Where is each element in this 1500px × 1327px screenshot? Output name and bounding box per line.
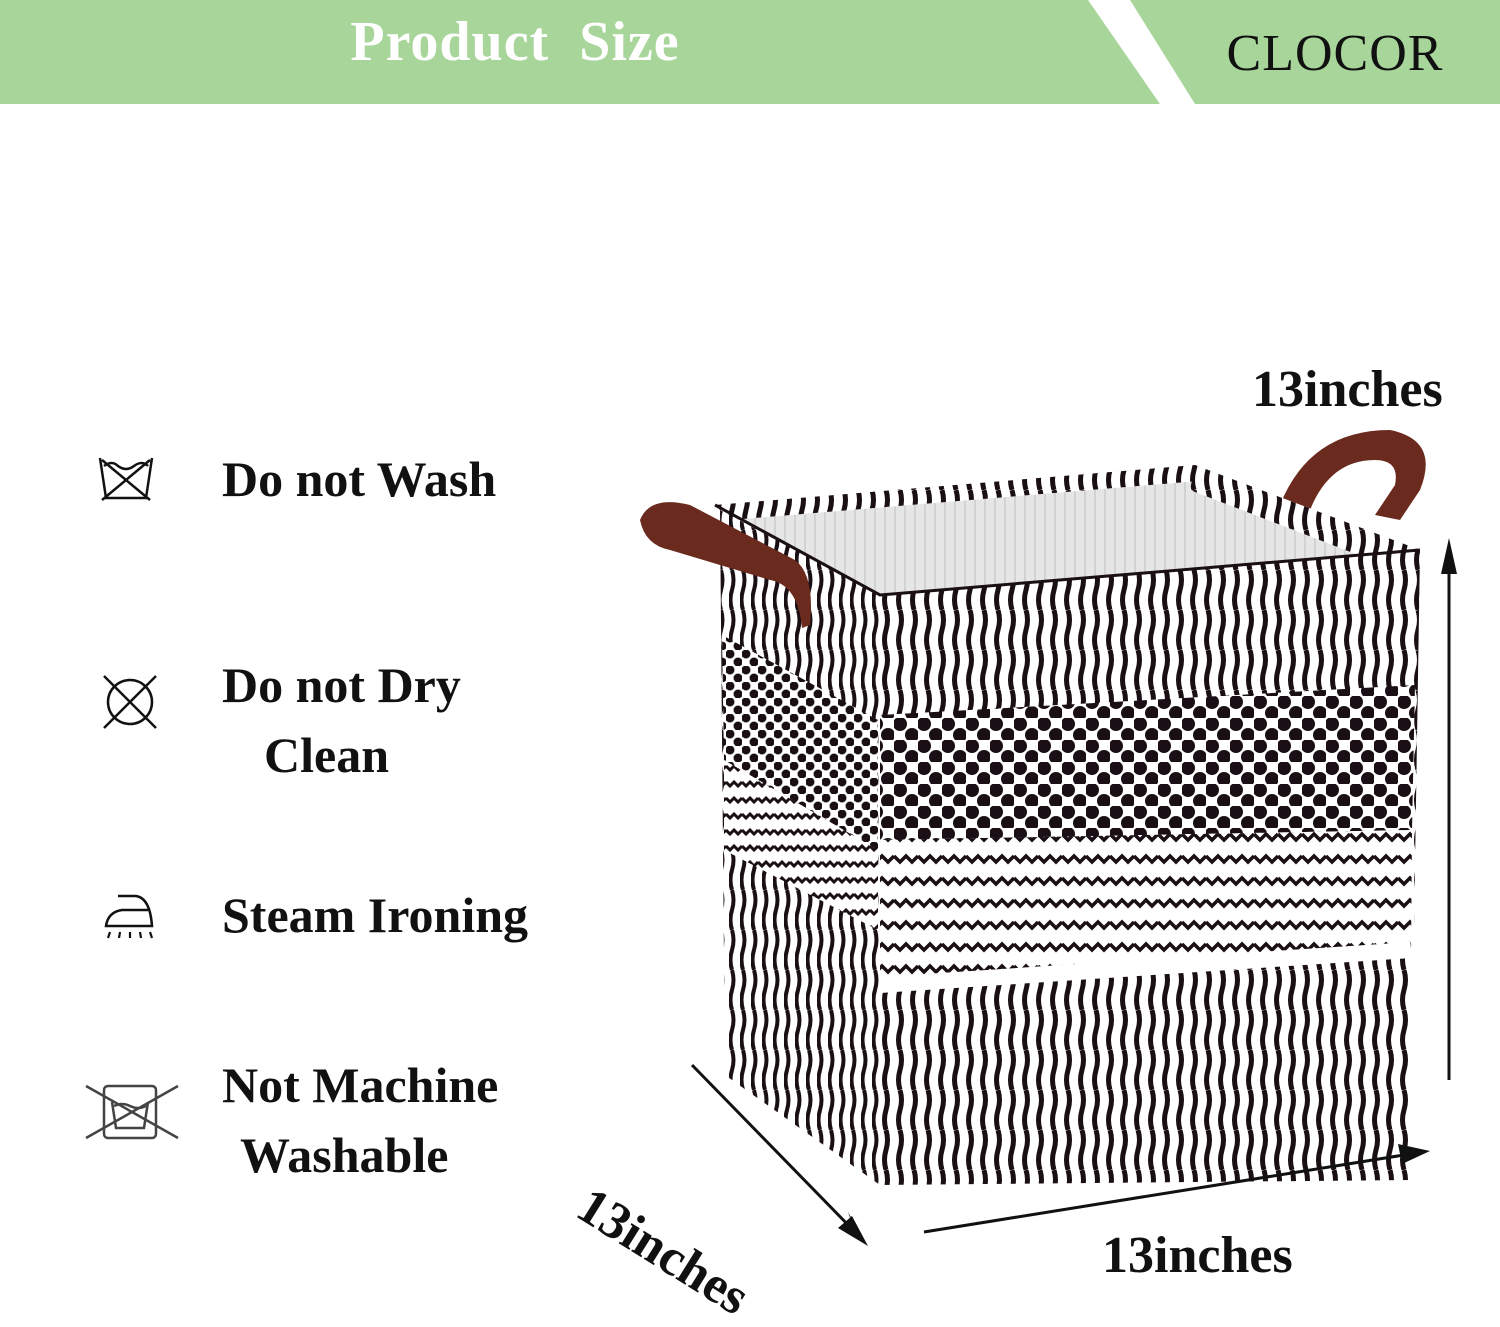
header-banner: Product Size CLOCOR bbox=[0, 0, 1500, 104]
care-line: Do not Wash bbox=[222, 451, 497, 507]
care-line: Clean bbox=[264, 727, 389, 783]
care-label-do-not-dry-clean: Do not Dry Clean bbox=[222, 650, 461, 790]
dimension-width: 13inches bbox=[1102, 1227, 1293, 1284]
care-line: Do not Dry bbox=[222, 657, 461, 713]
care-label-not-machine-washable: Not Machine Washable bbox=[222, 1050, 498, 1190]
storage-basket-image bbox=[640, 430, 1426, 1185]
not-machine-washable-icon bbox=[85, 1084, 179, 1140]
brand-name: CLOCOR bbox=[1226, 25, 1444, 82]
care-line: Not Machine bbox=[222, 1057, 499, 1113]
handle-right bbox=[1280, 430, 1426, 520]
page-title: Product Size bbox=[350, 11, 680, 73]
do-not-dry-clean-icon bbox=[103, 675, 157, 729]
banner-shapes bbox=[0, 0, 1500, 104]
steam-iron-icon bbox=[104, 894, 154, 939]
care-line: Steam Ironing bbox=[222, 887, 529, 943]
arrow-down-right-icon bbox=[838, 1216, 868, 1246]
care-label-steam-ironing: Steam Ironing bbox=[222, 880, 528, 950]
handle-left bbox=[640, 502, 811, 628]
do-not-wash-icon bbox=[98, 457, 154, 501]
dimension-arrows bbox=[690, 538, 1457, 1246]
arrow-up-icon bbox=[1441, 538, 1457, 574]
dimension-height: 13inches bbox=[1252, 361, 1443, 418]
arrow-right-icon bbox=[1398, 1144, 1430, 1164]
care-line: Washable bbox=[240, 1127, 449, 1183]
care-label-do-not-wash: Do not Wash bbox=[222, 444, 496, 514]
